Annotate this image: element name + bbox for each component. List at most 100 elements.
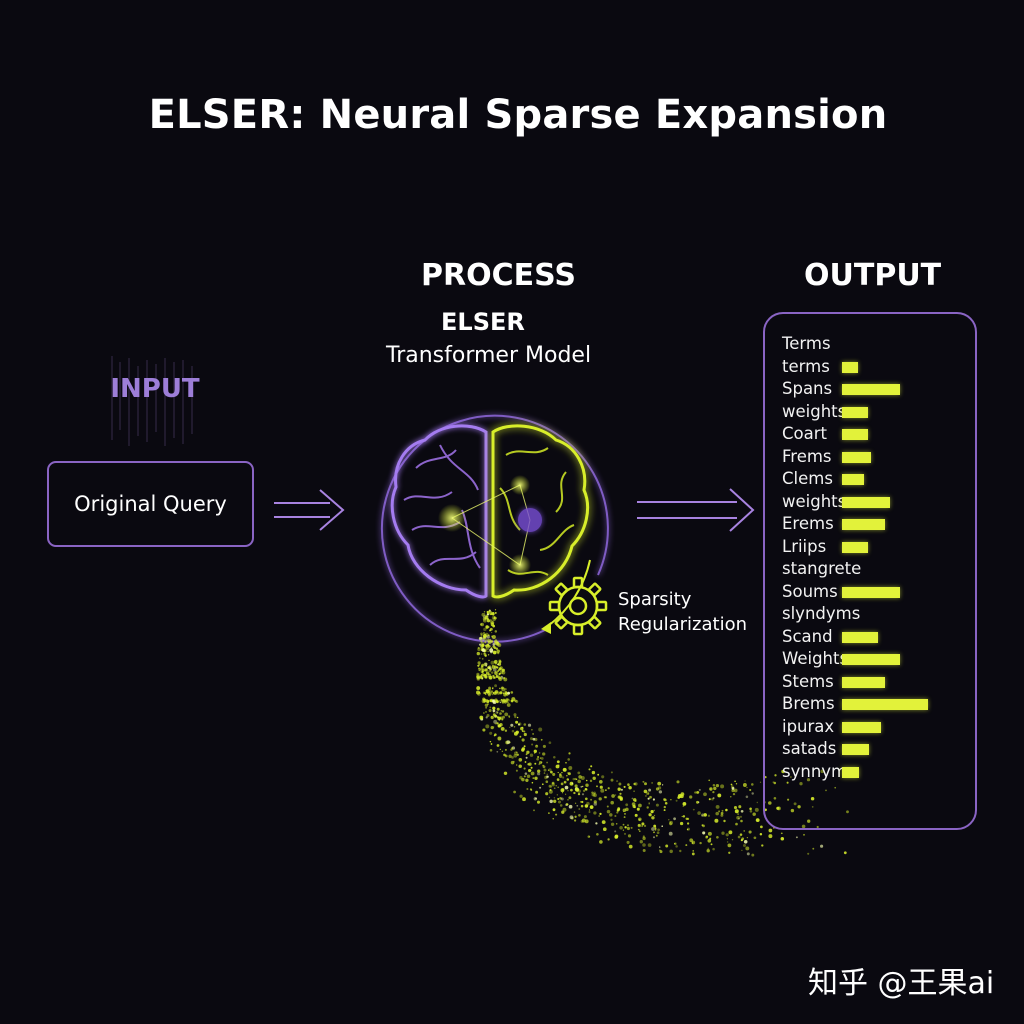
particle [682,815,686,818]
particle [500,675,503,678]
particle [487,650,489,653]
particle [513,726,516,728]
particle [507,691,511,695]
particle [774,774,777,777]
particle [596,785,598,788]
term-word: weights [782,401,847,421]
particle [772,781,775,784]
particle [601,775,605,779]
particle [834,786,836,789]
particle [630,826,633,829]
particle [795,836,798,839]
particle [812,847,815,850]
particle [497,643,502,648]
particle [516,753,519,756]
particle [721,831,725,835]
particle [484,615,489,620]
original-query-box: Original Query [47,461,254,547]
particle [626,824,630,827]
particle [669,849,673,854]
particle [583,789,586,792]
particle [483,652,486,655]
particle [492,614,495,616]
particle [745,795,749,799]
particle [523,723,527,726]
particle [478,669,480,672]
particle [552,808,556,812]
particle [654,827,657,830]
particle [642,836,646,841]
particle [578,808,581,810]
model-type: Transformer Model [386,343,592,368]
particle [744,780,746,782]
particle [497,676,502,680]
particle [626,840,630,844]
particle [730,783,733,786]
particle [731,788,735,793]
particle [803,833,805,836]
particle [496,707,500,711]
particle [617,807,621,811]
particle [499,666,503,670]
output-terms-box [763,312,977,830]
particle [483,698,487,703]
term-row: Erems [782,513,962,536]
particle [669,822,673,826]
particle [494,715,497,718]
particle [489,699,492,702]
term-weight-bar [842,721,881,733]
particle [601,820,606,824]
particle [620,788,623,791]
term-word: Spans [782,379,833,399]
particle [574,802,577,804]
particle [521,747,526,751]
particle [526,774,531,779]
particle [497,663,499,666]
particle [490,715,494,720]
particle [599,785,603,789]
particle [498,667,502,671]
particle [533,809,535,812]
particle [492,650,497,655]
particle [555,813,558,816]
particle [589,805,594,809]
particle [675,845,678,848]
particle [686,828,689,831]
particle [548,768,552,772]
particle [483,648,486,650]
particle [720,811,724,815]
particle [498,660,502,664]
particle [482,632,486,635]
particle [593,791,596,795]
diagram-title: ELSER: Neural Sparse Expansion [148,92,888,138]
particle [679,849,682,853]
particle [742,843,747,848]
particle [631,797,634,800]
particle [648,803,650,805]
particle [584,804,589,808]
particle [488,708,492,713]
particle [568,766,573,770]
particle [616,780,619,783]
particle [486,643,490,647]
particle [573,811,576,813]
particle [739,833,743,836]
particle [625,803,629,807]
particle [490,631,493,634]
particle [500,726,505,731]
particle [673,817,676,821]
particle [531,781,534,784]
particle [741,849,743,851]
term-word: slyndyms [782,604,861,624]
particle [489,731,493,735]
particle [610,800,614,805]
particle [607,787,610,790]
particle [545,780,549,784]
particle [623,785,626,788]
particle [661,825,663,827]
particle [497,736,502,741]
term-row: Frems [782,446,962,469]
particle [730,796,732,798]
particle [647,797,650,800]
